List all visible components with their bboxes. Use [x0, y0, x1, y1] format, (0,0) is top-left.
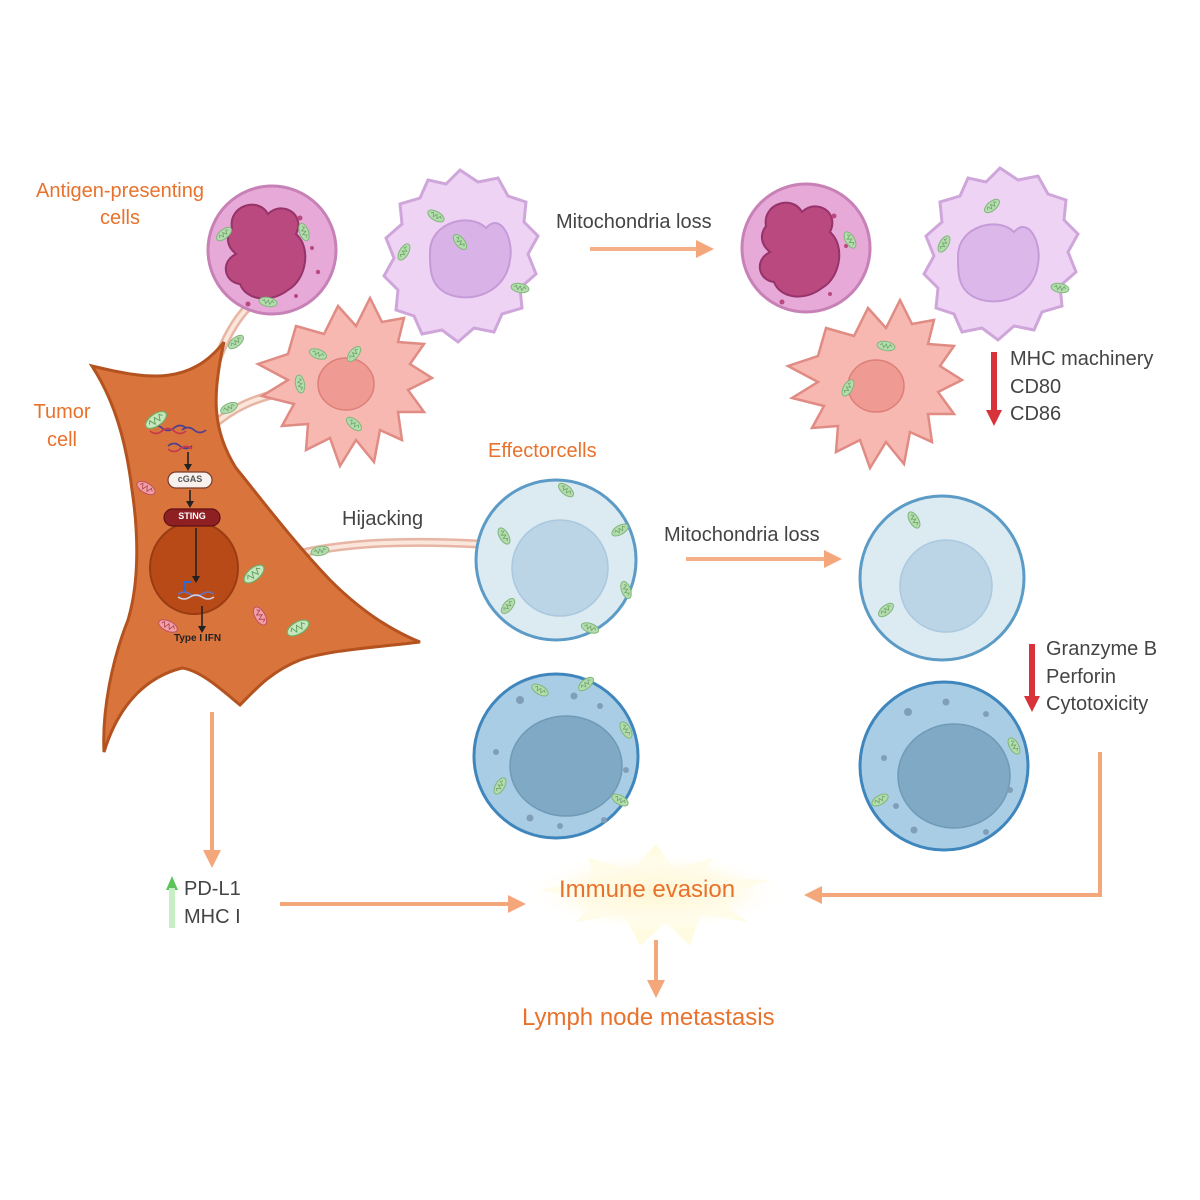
apc-downregulated-list: MHC machinery CD80 CD86 — [1010, 346, 1153, 429]
mito-loss-label-mid: Mitochondria loss — [664, 524, 820, 546]
red-down-arrow-icon-apc — [986, 352, 1002, 426]
effector-downregulated-list: Granzyme B Perforin Cytotoxicity — [1046, 636, 1157, 719]
cytotoxicity-label: Cytotoxicity — [1046, 693, 1149, 715]
mito-loss-label-top: Mitochondria loss — [556, 211, 712, 233]
t-cell-right — [858, 494, 1026, 662]
cgas-label: cGAS — [177, 474, 203, 484]
green-up-arrow-icon — [166, 876, 178, 928]
apc-label: Antigen-presenting cells — [20, 178, 220, 232]
mhc-machinery-label: MHC machinery — [1010, 348, 1154, 370]
immune-evasion-label: Immune evasion — [559, 876, 736, 903]
sting-pill — [163, 508, 221, 527]
mito-loss-arrow-top — [590, 240, 714, 258]
dendritic-cell-left — [254, 295, 435, 469]
tumor-label-line1: Tumor — [33, 401, 91, 423]
effector-to-evasion-arrow — [804, 752, 1102, 904]
granzyme-b-label: Granzyme B — [1046, 638, 1158, 660]
red-down-arrow-icon-effector — [1024, 644, 1040, 712]
flow-arrows — [203, 240, 1102, 998]
perforin-label: Perforin — [1046, 665, 1117, 688]
tumor-down-arrow — [203, 712, 221, 868]
macrophage-right — [922, 166, 1080, 342]
neutrophil-left — [206, 184, 338, 316]
t-cell-left — [474, 478, 638, 642]
mito-loss-arrow-mid — [686, 550, 842, 568]
sting-label: STING — [178, 511, 206, 521]
evasion-to-metastasis-arrow — [647, 940, 665, 998]
cd80-label: CD80 — [1010, 375, 1062, 398]
dendritic-cell-right — [784, 297, 965, 471]
effector-cells-label: Effectorcells — [488, 440, 597, 462]
tumor-cell-label: Tumor cell — [16, 398, 108, 454]
cgas-pill — [167, 471, 213, 489]
tumor-label-line2: cell — [46, 429, 77, 451]
tumor-upregulated-list: PD-L1 MHC I — [184, 876, 241, 931]
lymph-node-metastasis-label: Lymph node metastasis — [522, 1004, 775, 1031]
immune-evasion-burst — [526, 844, 786, 946]
pd-l1-label: PD-L1 — [184, 878, 241, 900]
cd86-label: CD86 — [1010, 403, 1062, 425]
apc-label-line1: Antigen-presenting — [36, 180, 204, 202]
type-i-ifn-label: Type I IFN — [174, 633, 222, 644]
apc-label-line2: cells — [99, 207, 140, 229]
mhc-i-label: MHC I — [184, 905, 241, 928]
tumor-nucleus — [149, 521, 239, 615]
neutrophil-right — [740, 182, 872, 314]
nk-cell-right — [858, 680, 1030, 852]
tumor-cell — [88, 341, 421, 753]
macrophage-left — [382, 168, 540, 344]
nk-cell-left — [472, 672, 640, 840]
pdl1-to-evasion-arrow — [280, 895, 526, 913]
hijacking-label: Hijacking — [342, 508, 424, 530]
tumor-cell-body — [88, 341, 421, 753]
